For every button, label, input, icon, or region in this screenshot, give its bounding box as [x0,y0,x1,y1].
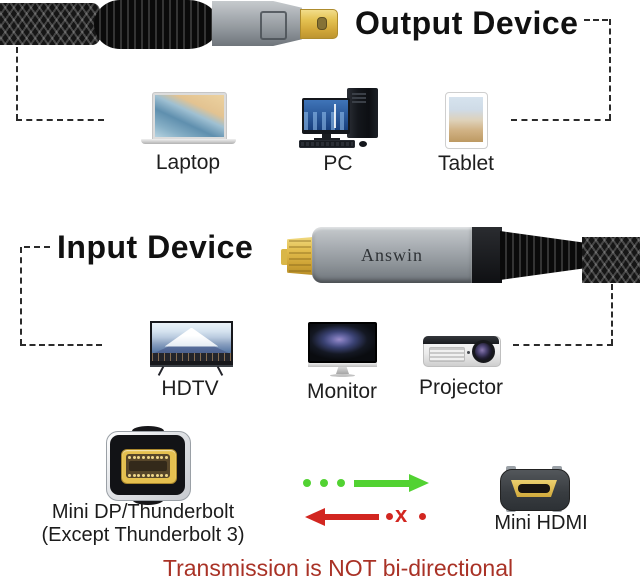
hdtv-label: HDTV [161,377,219,400]
dashed-connector-output-right-h [511,119,611,121]
dashed-connector-output-left-h [16,119,104,121]
dashed-connector-output-right [584,19,608,21]
connector-housing [312,227,472,283]
mini-hdmi-plug-icon [281,249,289,265]
housing-detail [260,11,287,40]
tablet-label: Tablet [437,152,495,175]
cable-strain-relief [500,231,585,280]
transmission-warning: Transmission is NOT bi-directional [162,555,514,581]
answin-brand-label: Answin [360,245,423,265]
mini-hdmi-label: Mini HDMI [494,512,588,534]
dashed-connector-input-left-h [20,344,102,346]
braided-cable [582,237,640,283]
dashed-connector-input-right-h [513,344,613,346]
input-device-title: Input Device [57,229,254,265]
pc-label: PC [323,152,353,175]
connector-housing [212,1,302,46]
mini-dp-label: Mini DP/Thunderbolt (Except Thunderbolt … [41,501,245,546]
housing-black-section [472,227,502,283]
dashed-connector-input-left [24,246,50,248]
dashed-connector-output-right-v [609,19,611,120]
plug-slot [317,17,327,30]
cable-strain-relief [94,0,218,49]
dashed-connector-output-left-v [16,47,18,120]
laptop-label: Laptop [155,151,221,174]
dashed-connector-input-right-v [611,284,613,345]
braided-cable [0,3,100,45]
projector-label: Projector [418,376,504,399]
monitor-label: Monitor [306,380,378,403]
dashed-connector-input-left-v [20,247,22,345]
output-device-title: Output Device [355,5,579,41]
blocked-x-mark: x [395,502,408,527]
